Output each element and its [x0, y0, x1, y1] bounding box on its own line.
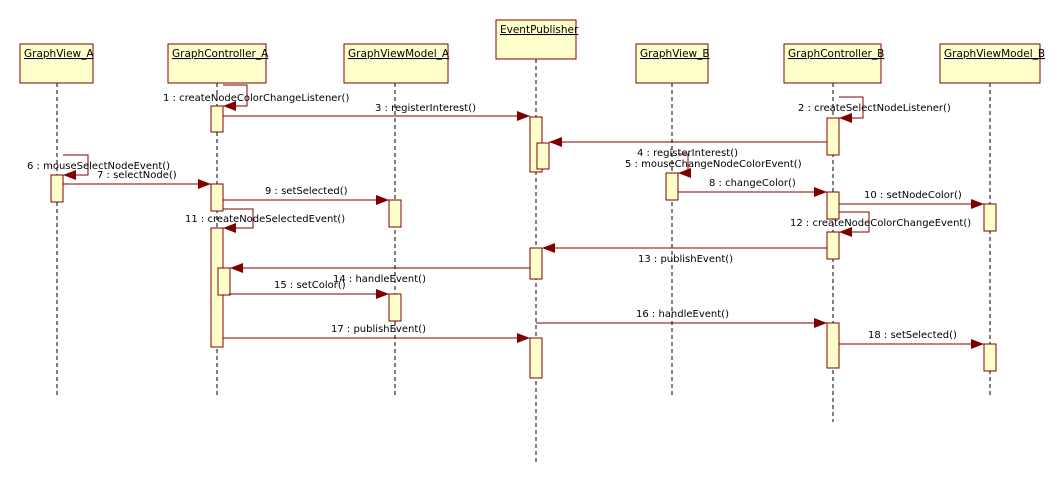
object-box[interactable] — [343, 43, 449, 84]
object-name: GraphController_B — [788, 48, 884, 60]
object-gvma[interactable]: GraphViewModel_A — [343, 43, 450, 84]
activation-bar-gca — [210, 105, 224, 133]
activation-bar-gcb — [826, 322, 840, 369]
activation-bar-ep — [536, 142, 550, 170]
object-box[interactable] — [939, 43, 1041, 84]
arrow-head-icon — [376, 289, 389, 299]
activation-bar-gvmb — [983, 343, 997, 372]
activation-bar-ep — [529, 337, 543, 379]
activation-bar-gca — [210, 183, 224, 212]
message-label-12: 12 : createNodeColorChangeEvent() — [790, 218, 971, 229]
activation-bar-gcb — [826, 117, 840, 156]
arrow-head-icon — [839, 113, 852, 123]
activation-bar-gvma — [388, 293, 402, 322]
arrow-head-icon — [678, 168, 691, 178]
arrow-head-icon — [971, 339, 984, 349]
object-name: GraphView_A — [24, 48, 94, 60]
message-label-16: 16 : handleEvent() — [636, 309, 729, 320]
arrow-head-icon — [198, 179, 211, 189]
object-name: GraphView_B — [640, 48, 710, 60]
arrow-head-icon — [542, 243, 555, 253]
message-label-18: 18 : setSelected() — [868, 330, 957, 341]
object-gvmb[interactable]: GraphViewModel_B — [939, 43, 1045, 84]
activation-bar-gcb — [826, 231, 840, 260]
arrow-head-icon — [230, 263, 243, 273]
arrow-head-icon — [376, 195, 389, 205]
arrow-head-icon — [517, 111, 530, 121]
object-name: GraphViewModel_A — [348, 48, 450, 60]
arrow-head-icon — [223, 223, 236, 233]
activation-bar-gca — [217, 267, 231, 296]
object-gva[interactable]: GraphView_A — [19, 43, 94, 84]
message-label-3: 3 : registerInterest() — [375, 103, 476, 114]
object-box[interactable] — [635, 43, 709, 84]
activation-bar-gvmb — [983, 203, 997, 232]
activation-bar-gvb — [665, 172, 679, 201]
object-name: EventPublisher — [500, 24, 579, 36]
self-message-line — [839, 211, 870, 233]
object-box[interactable] — [783, 43, 882, 84]
message-label-1: 1 : createNodeColorChangeListener() — [163, 93, 349, 104]
message-label-14: 14 : handleEvent() — [333, 274, 426, 285]
self-message-line — [223, 208, 254, 229]
arrow-head-icon — [517, 333, 530, 343]
arrow-head-icon — [814, 187, 827, 197]
arrow-head-icon — [839, 227, 852, 237]
message-label-9: 9 : setSelected() — [265, 186, 348, 197]
message-label-6: 6 : mouseSelectNodeEvent() — [27, 161, 170, 172]
activation-bar-ep — [529, 247, 543, 280]
message-label-13: 13 : publishEvent() — [638, 254, 733, 265]
message-label-7: 7 : selectNode() — [97, 170, 177, 181]
object-name: GraphController_A — [172, 48, 269, 60]
message-label-15: 15 : setColor() — [274, 280, 346, 291]
object-gvb[interactable]: GraphView_B — [635, 43, 710, 84]
message-label-8: 8 : changeColor() — [709, 178, 796, 189]
message-label-5: 5 : mouseChangeNodeColorEvent() — [625, 159, 802, 170]
message-label-17: 17 : publishEvent() — [331, 324, 426, 335]
arrow-head-icon — [814, 318, 827, 328]
object-gca[interactable]: GraphController_A — [167, 43, 269, 84]
arrow-head-icon — [223, 101, 236, 111]
object-ep[interactable]: EventPublisher — [495, 19, 579, 60]
arrow-head-icon — [63, 170, 76, 180]
object-box[interactable] — [495, 19, 577, 60]
message-label-10: 10 : setNodeColor() — [864, 190, 962, 201]
activation-bar-gcb — [826, 191, 840, 220]
activation-bar-gva — [50, 174, 64, 203]
object-box[interactable] — [167, 43, 267, 84]
message-label-2: 2 : createSelectNodeListener() — [798, 103, 951, 114]
object-box[interactable] — [19, 43, 94, 84]
object-name: GraphViewModel_B — [944, 48, 1045, 60]
object-gcb[interactable]: GraphController_B — [783, 43, 884, 84]
activation-bar-gvma — [388, 199, 402, 228]
arrow-head-icon — [971, 199, 984, 209]
message-label-11: 11 : createNodeSelectedEvent() — [185, 214, 345, 225]
arrow-head-icon — [549, 137, 562, 147]
